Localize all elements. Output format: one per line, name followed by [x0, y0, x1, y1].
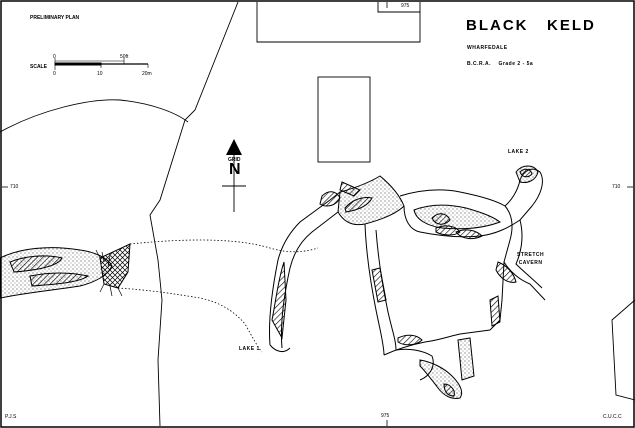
- north-letter: N: [229, 161, 241, 178]
- stretch-cavern-label: STRETCH CAVERN: [517, 252, 545, 266]
- grid-label-right: 710: [612, 184, 621, 190]
- lake-1-label: LAKE 1: [239, 346, 260, 352]
- plan-label: PRELIMINARY PLAN: [30, 15, 80, 21]
- credit-right: C.U.C.C: [603, 414, 622, 420]
- grid-label-left: 710: [10, 184, 19, 190]
- scale-m-0: 0: [53, 71, 56, 77]
- surface-track: [117, 239, 319, 353]
- grid-label-bottom: 975: [381, 413, 390, 419]
- cave-passages: [268, 165, 546, 399]
- map-title: BLACK KELD: [466, 17, 596, 34]
- lake-2-label: LAKE 2: [508, 149, 529, 155]
- grid-label-top: 975: [401, 3, 410, 9]
- scale-label: SCALE: [30, 64, 47, 70]
- grade-label: B.C.R.A. Grade 2 - 5a: [467, 61, 534, 67]
- north-arrow-icon: [222, 139, 246, 212]
- scale-m-10: 10: [97, 71, 103, 77]
- scale-ft-50: 50ft: [120, 54, 129, 60]
- credit-left: P.J.S: [5, 414, 17, 420]
- building-outline: [317, 76, 371, 163]
- map-subtitle: WHARFEDALE: [467, 45, 508, 51]
- scale-ft-0: 0: [53, 54, 56, 60]
- north-grid-label: GRID: [228, 157, 241, 163]
- scale-m-20: 20m: [142, 71, 152, 77]
- scale-bar: [54, 58, 149, 70]
- resurgence-passage: [0, 243, 131, 299]
